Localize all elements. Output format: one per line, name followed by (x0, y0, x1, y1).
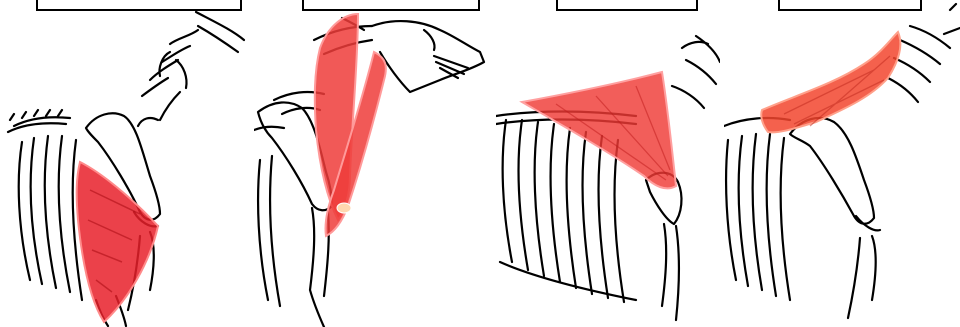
panel-1-illustration (0, 0, 250, 327)
panel-4-illustration (724, 0, 960, 327)
panel-2 (254, 0, 492, 327)
panel-2-illustration (254, 0, 492, 327)
panel-4 (724, 0, 960, 327)
panel-3 (496, 0, 720, 327)
muscle-1 (77, 162, 158, 322)
panel-3-illustration (496, 0, 720, 327)
panel-1 (0, 0, 250, 327)
